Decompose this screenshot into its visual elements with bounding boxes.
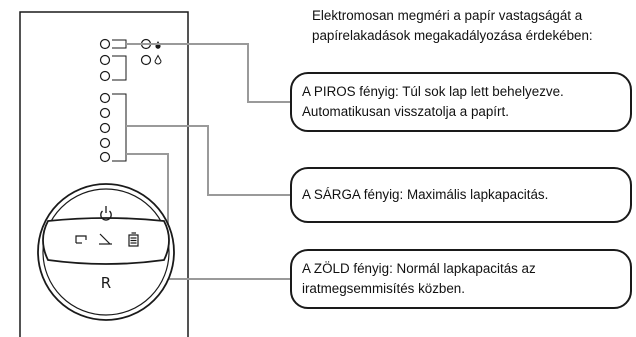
led-column [99,38,111,163]
status-led-b [140,54,152,66]
callout-red-line-2: Automatikusan visszatolja a papírt. [302,104,509,119]
reverse-label: R [101,274,111,292]
led-8 [99,151,111,163]
bin-full-icon [128,232,139,247]
callout-green-line-1: A ZÖLD fényig: Normál lapkapacitás az [302,261,536,276]
intro-text: Elektromosan megméri a papír vastagságát… [312,6,632,46]
water-drop-icon [154,54,162,65]
intro-line-1: Elektromosan megméri a papír vastagságát… [312,8,583,23]
leader-lines [126,43,290,280]
dial-inner [42,188,170,316]
led-1 [99,38,111,50]
callout-yellow-light: A SÁRGA fényig: Maximális lapkapacitás. [290,167,632,223]
callout-green-light: A ZÖLD fényig: Normál lapkapacitás az ir… [290,249,632,309]
overheat-icon [99,233,112,245]
dial-band [42,217,170,265]
callout-yellow-line-1: A SÁRGA fényig: Maximális lapkapacitás. [302,187,549,202]
door-open-icon [75,235,87,244]
leader-green [126,153,290,280]
leader-yellow [126,125,290,196]
power-icon [100,206,112,221]
callout-green-line-2: iratmegsemmisítés közben. [302,281,465,296]
callout-red-line-1: A PIROS fényig: Túl sok lap lett behelye… [302,84,564,99]
led-7 [99,137,111,149]
led-4 [99,92,111,104]
led-5 [99,107,111,119]
callout-red-light: A PIROS fényig: Túl sok lap lett behelye… [290,72,632,132]
leader-red [126,43,290,103]
led-6 [99,122,111,134]
intro-line-2: papírelakadások megakadályozása érdekébe… [312,28,593,43]
control-dial: R [37,183,175,321]
led-3 [99,70,111,82]
led-2 [99,54,111,66]
